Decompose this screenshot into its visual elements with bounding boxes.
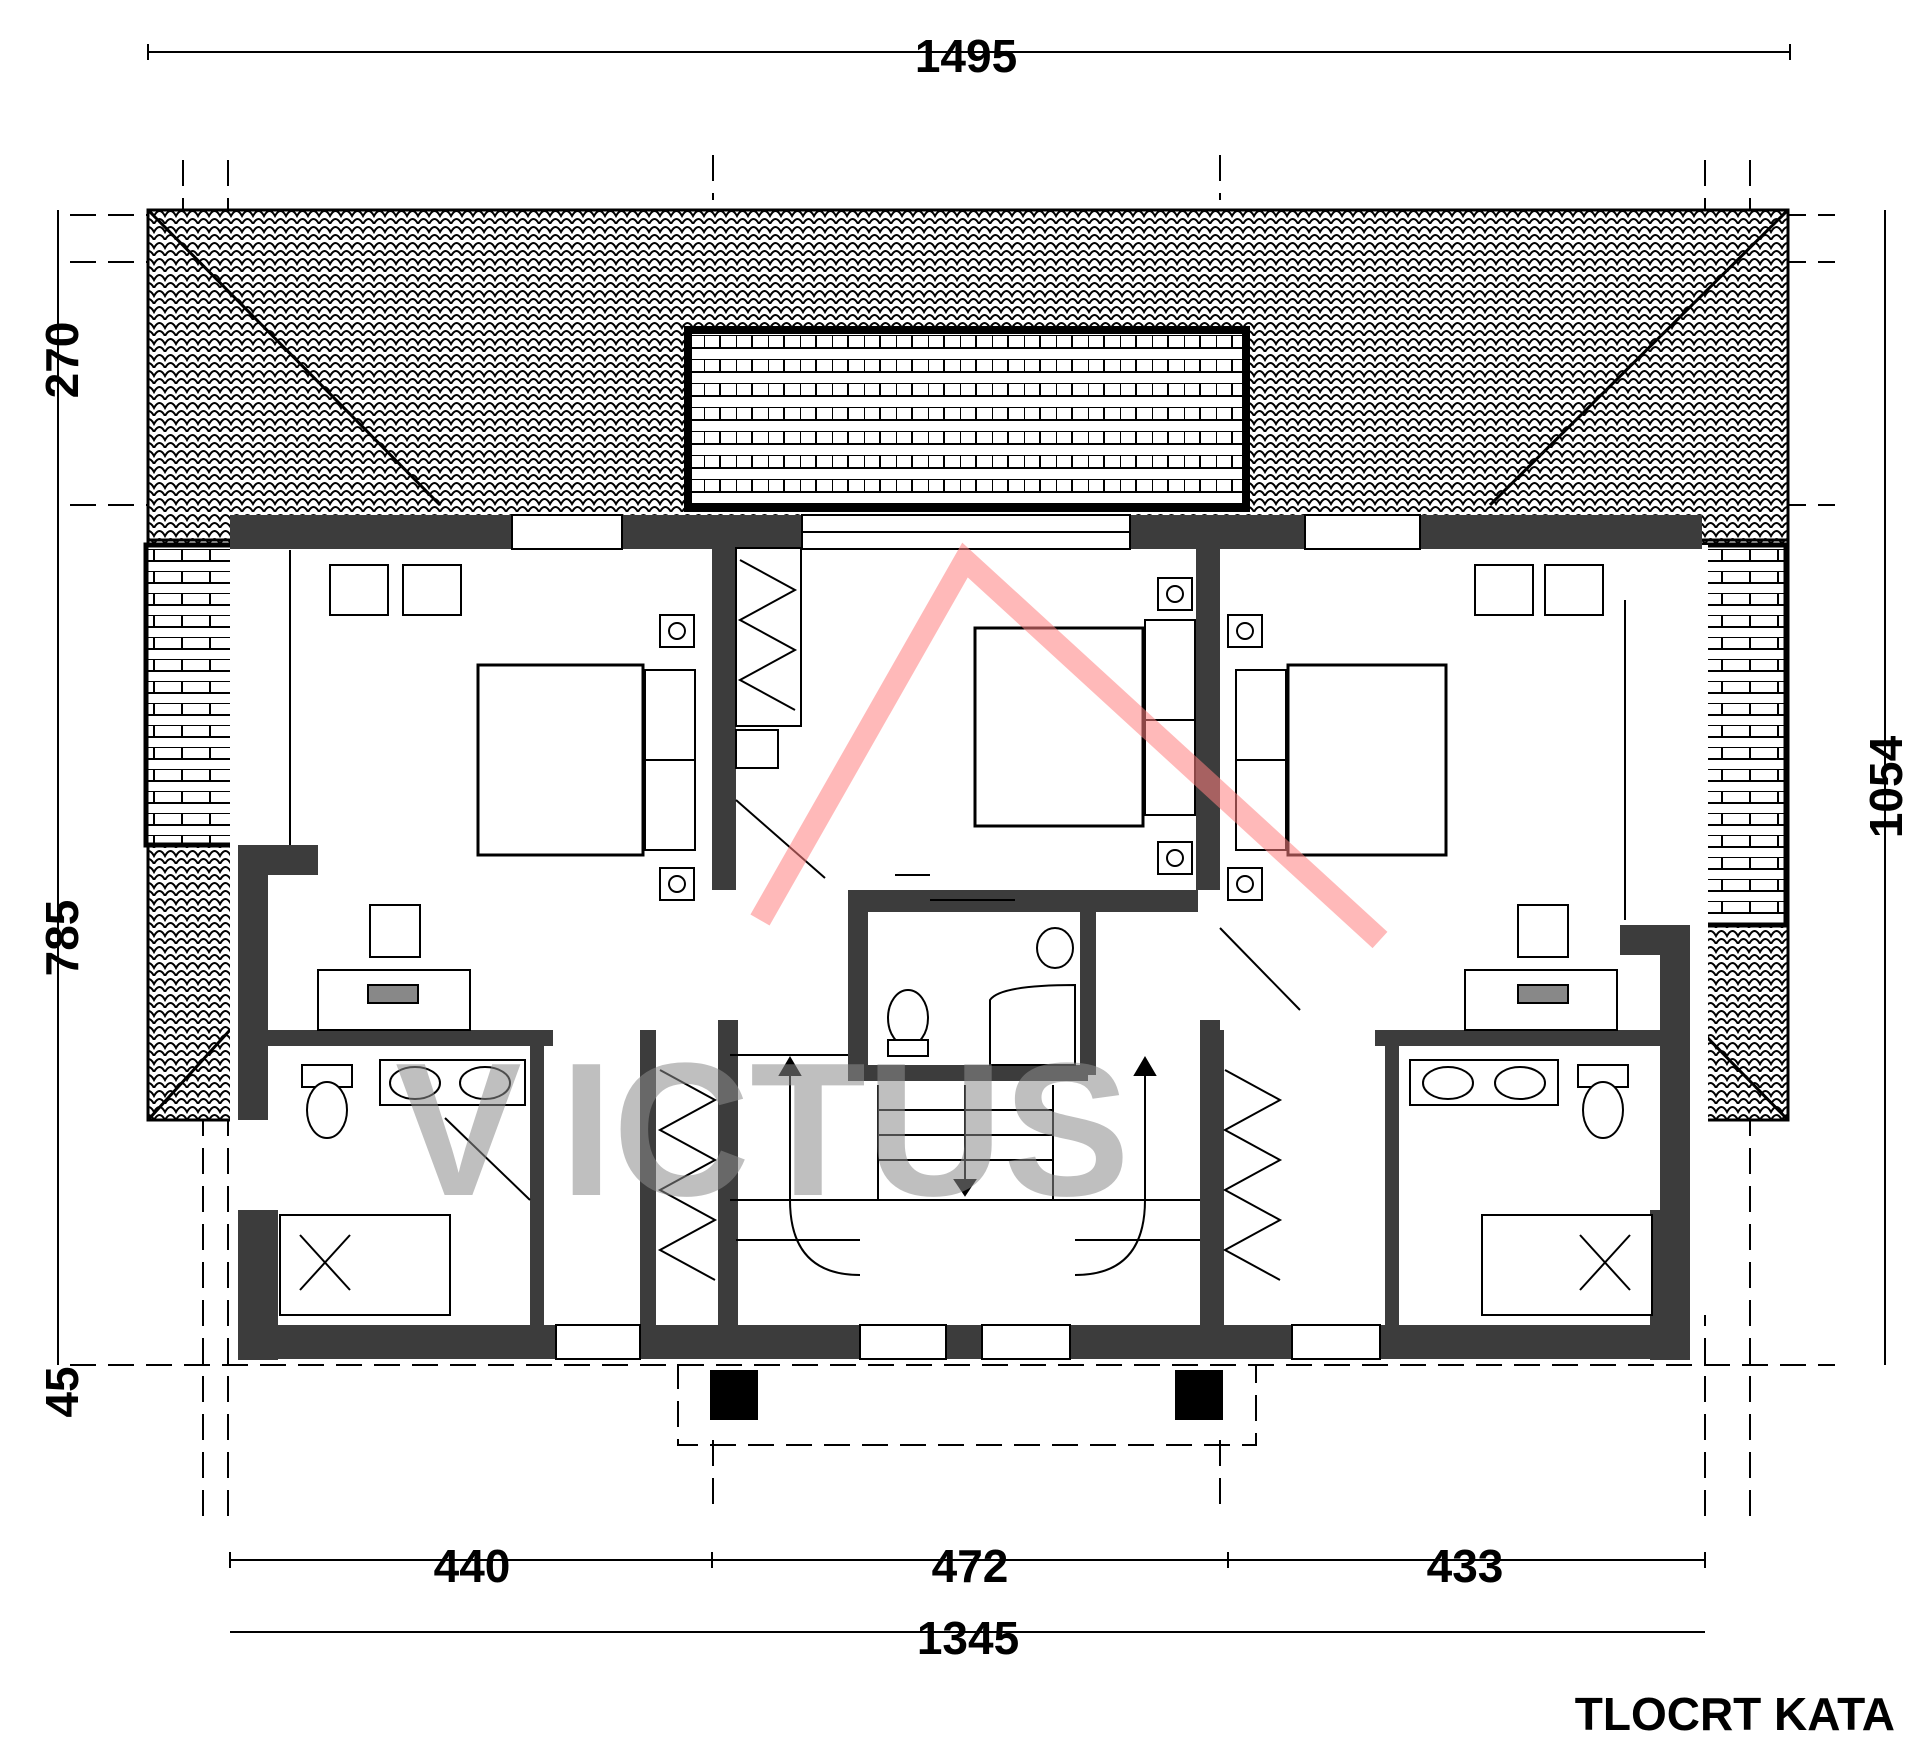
monitor	[1517, 984, 1569, 1004]
double-bed-icon	[973, 577, 1196, 875]
dim-bottom-middle: 472	[932, 1540, 1009, 1592]
drawing-title: TLOCRT KATA	[1575, 1688, 1895, 1740]
monitor	[367, 984, 419, 1004]
chair	[369, 904, 421, 958]
dim-bottom-left: 440	[434, 1540, 511, 1592]
dim-bottom-total: 1345	[917, 1612, 1019, 1664]
dim-left-lower: 45	[36, 1366, 88, 1417]
windows	[511, 514, 1421, 1360]
sink-icon	[379, 1059, 526, 1106]
watermark-roof	[750, 542, 1388, 949]
nightstand	[329, 564, 389, 616]
dim-left-upper: 270	[36, 322, 88, 399]
bathroom-left	[279, 1059, 531, 1316]
watermark-text: ICTUS	[560, 1024, 1130, 1236]
nightstand	[402, 564, 462, 616]
staircase-icon	[730, 1054, 1200, 1276]
bathroom-center	[887, 874, 1076, 1066]
walls	[230, 515, 1702, 1360]
nightstand	[1544, 564, 1604, 616]
dim-bottom-right: 433	[1427, 1540, 1504, 1592]
wardrobe-icon	[735, 547, 802, 769]
shower-tray-icon	[989, 983, 1076, 1066]
shower-tray-icon	[279, 1214, 451, 1316]
wardrobe-icon	[657, 1069, 1283, 1281]
chair	[1517, 904, 1569, 958]
sink-icon	[1036, 927, 1074, 969]
dimension-labels: 1495 270 785 45 1054 440 472 433 1345	[36, 30, 1912, 1664]
bedroom-center	[735, 547, 1301, 1011]
shower-tray-icon	[1481, 1214, 1653, 1316]
sink-icon	[1409, 1059, 1559, 1106]
watermark-letter: V	[395, 1024, 522, 1236]
nightstand	[1474, 564, 1534, 616]
dim-top-total: 1495	[915, 30, 1017, 82]
toilet-icon	[301, 1064, 353, 1139]
bathroom-right	[1409, 1059, 1653, 1316]
toilet-icon	[1577, 1064, 1629, 1139]
chimneys	[677, 1364, 1257, 1446]
roof	[143, 208, 1790, 1122]
toilet-icon	[887, 989, 929, 1057]
dim-right-total: 1054	[1860, 735, 1912, 838]
dim-left-middle: 785	[36, 900, 88, 977]
bedroom-left	[289, 550, 696, 1031]
double-bed-icon	[476, 614, 696, 901]
watermark: V ICTUS	[395, 542, 1388, 1236]
